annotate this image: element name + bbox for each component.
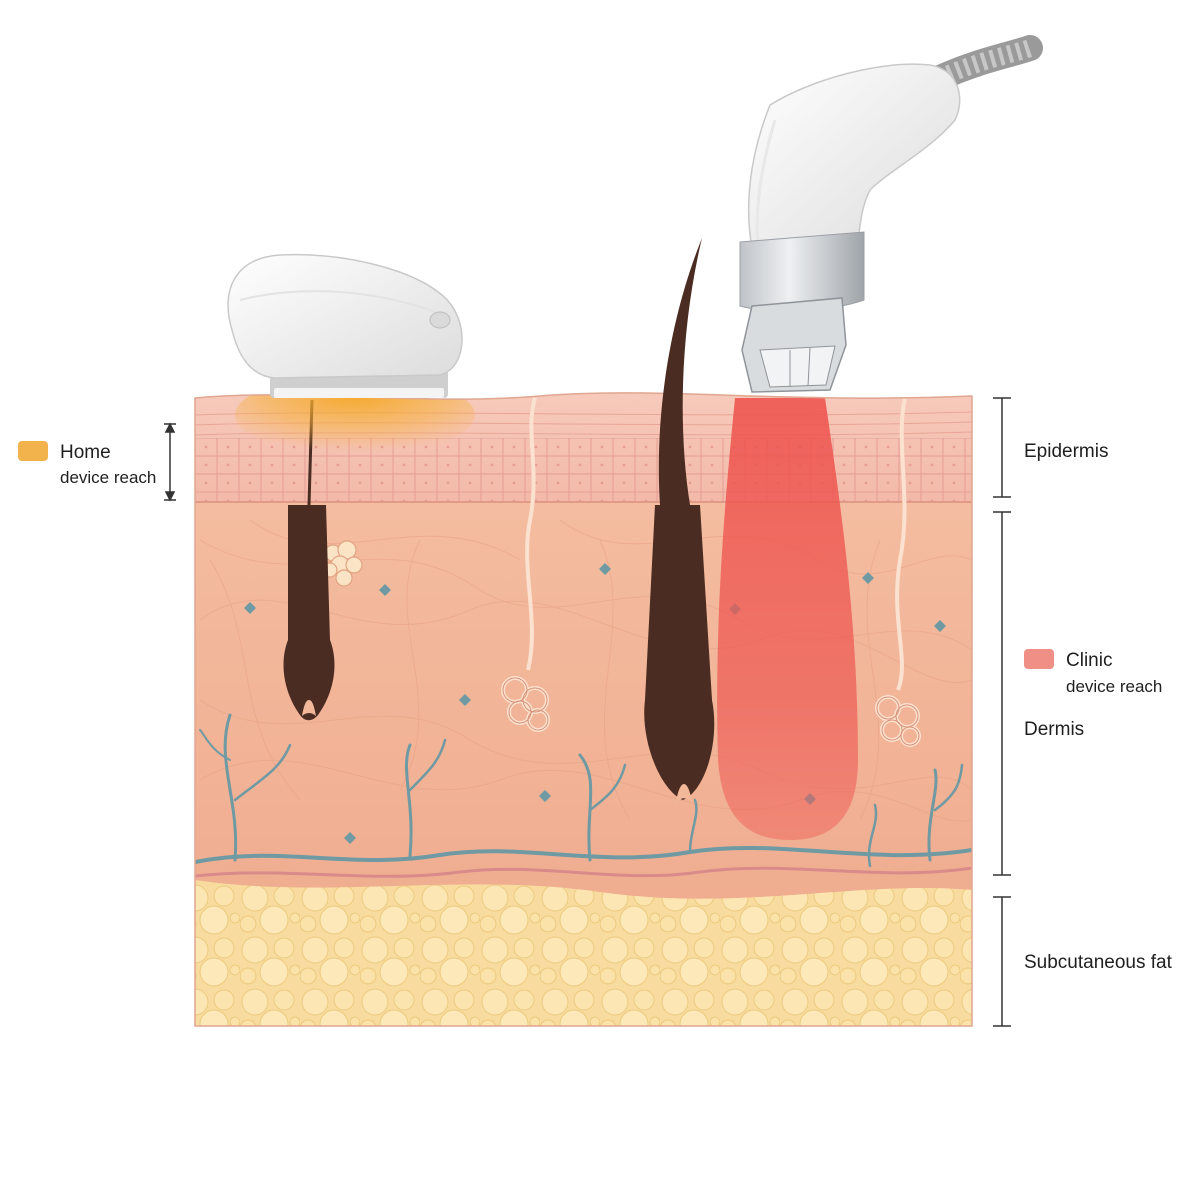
home-legend-title: Home [60,442,111,463]
home-device-body [227,253,463,379]
sebaceous-gland [322,540,363,587]
dermis-label: Dermis [1024,719,1084,740]
blood-vessels [195,713,972,878]
home-device [227,253,463,398]
sweat-gland-right-outline [876,696,920,746]
hair-shaft [658,238,702,505]
clinic-device-handle [747,63,961,249]
fat-cells [195,880,972,1026]
clinic-legend: Clinic device reach [1024,649,1162,696]
fat-label: Subcutaneous fat [1024,952,1173,973]
layer-brackets [993,397,1011,1027]
epidermis-label: Epidermis [1024,441,1108,462]
home-legend: Home device reach [18,422,176,502]
clinic-legend-subtitle: device reach [1066,677,1162,696]
sweat-gland-left-outline [502,677,549,731]
clinic-device-beam [717,398,858,840]
clinic-legend-title: Clinic [1066,650,1112,671]
hair-follicle-middle [644,505,715,802]
skin-cross-section [195,392,972,1026]
clinic-device [739,35,1043,393]
home-legend-swatch [18,441,48,461]
home-reach-bracket [164,422,176,502]
clinic-device-collar [739,231,865,312]
fibroblast-cells [244,563,946,844]
home-device-button [429,311,451,329]
clinic-legend-swatch [1024,649,1054,669]
home-legend-subtitle: device reach [60,468,156,487]
